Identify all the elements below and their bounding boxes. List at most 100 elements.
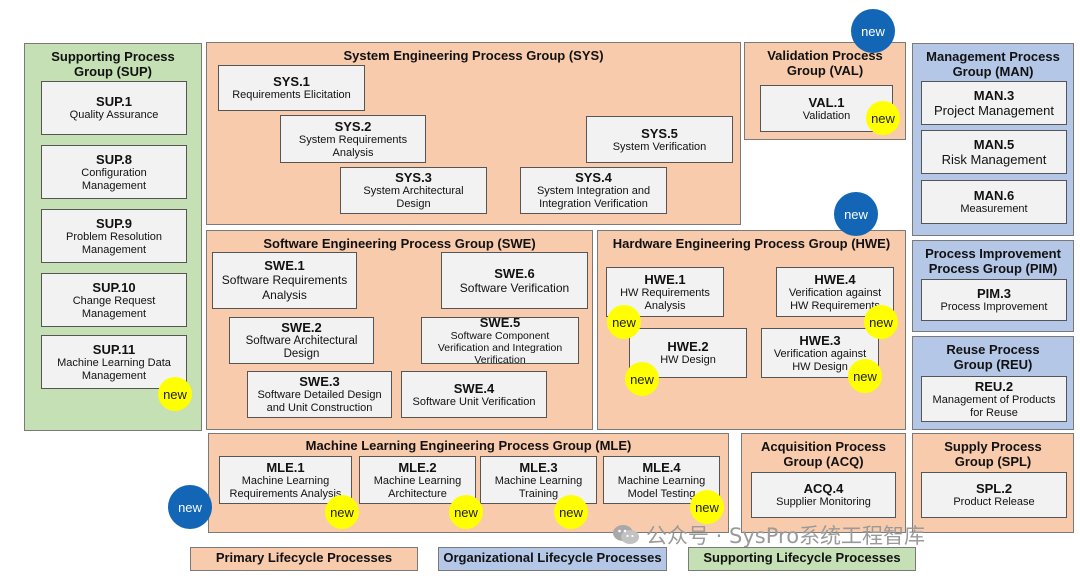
process-id: HWE.3	[799, 332, 841, 348]
group-title: Reuse Process Group (REU)	[946, 342, 1040, 372]
process-id: SYS.2	[334, 118, 372, 134]
process-id: SWE.2	[281, 320, 322, 335]
group-pim: Process Improvement Process Group (PIM) …	[912, 240, 1074, 332]
process-swe3: SWE.3 Software Detailed Design and Unit …	[247, 371, 392, 418]
process-sup10: SUP.10 Change Request Management	[41, 273, 187, 327]
process-name: Software Component Verification and Inte…	[437, 330, 563, 364]
process-name: Software Detailed Design and Unit Constr…	[257, 389, 382, 414]
process-sup8: SUP.8 Configuration Management	[41, 145, 187, 199]
process-id: VAL.1	[808, 94, 845, 110]
process-name: Configuration Management	[81, 166, 147, 192]
process-man3: MAN.3 Project Management	[921, 81, 1067, 125]
process-name: Measurement	[960, 203, 1028, 215]
new-badge: new	[449, 495, 483, 529]
process-reu2: REU.2 Management of Products for Reuse	[921, 376, 1067, 422]
process-id: MAN.3	[973, 88, 1015, 103]
process-name: Management of Products for Reuse	[932, 393, 1056, 419]
process-sys5: SYS.5 System Verification	[586, 116, 733, 163]
process-sys1: SYS.1 Requirements Elicitation	[218, 65, 365, 111]
process-id: HWE.1	[644, 271, 686, 287]
new-badge: new	[158, 377, 192, 411]
process-id: SUP.8	[96, 151, 132, 167]
process-name: Machine Learning Model Testing	[617, 474, 706, 500]
process-id: SUP.1	[96, 94, 132, 109]
process-man5: MAN.5 Risk Management	[921, 130, 1067, 174]
process-name: Verification against HW Requirements	[788, 286, 882, 312]
group-mle: Machine Learning Engineering Process Gro…	[208, 433, 729, 533]
process-swe1: SWE.1 Software Requirements Analysis	[212, 252, 357, 309]
process-mle4: MLE.4 Machine Learning Model Testing	[603, 456, 720, 504]
process-mle1: MLE.1 Machine Learning Requirements Anal…	[219, 456, 352, 504]
group-spl: Supply Process Group (SPL) SPL.2 Product…	[912, 433, 1074, 533]
process-id: SYS.5	[641, 125, 678, 141]
process-pim3: PIM.3 Process Improvement	[921, 279, 1067, 321]
process-id: SWE.3	[299, 374, 340, 389]
process-name: System Verification	[612, 140, 707, 153]
process-name: Problem Resolution Management	[66, 230, 162, 256]
group-sup: Supporting Process Group (SUP) SUP.1 Qua…	[24, 43, 202, 431]
process-name: Project Management	[934, 103, 1054, 118]
process-sys2: SYS.2 System Requirements Analysis	[280, 115, 426, 163]
process-id: MAN.6	[973, 188, 1015, 203]
new-badge: new	[848, 359, 882, 393]
legend-supporting: Supporting Lifecycle Processes	[688, 547, 916, 571]
new-badge: new	[625, 362, 659, 396]
process-name: Risk Management	[941, 152, 1047, 167]
process-name: Machine Learning Data Management	[57, 356, 171, 382]
wechat-icon	[612, 524, 640, 546]
process-id: HWE.4	[814, 271, 856, 287]
process-name: Supplier Monitoring	[776, 496, 871, 508]
new-badge-blue: new	[851, 9, 895, 53]
process-name: Software Requirements Analysis	[221, 273, 348, 302]
group-title: Software Engineering Process Group (SWE)	[263, 236, 536, 251]
process-name: Software Architectural Design	[245, 335, 358, 360]
process-name: Validation	[802, 109, 851, 122]
process-name: Machine Learning Architecture	[373, 474, 462, 500]
process-id: MLE.4	[642, 459, 681, 475]
process-id: MLE.3	[519, 459, 558, 475]
process-name: Quality Assurance	[69, 109, 159, 121]
process-id: SWE.1	[264, 258, 305, 273]
process-name: System Requirements Analysis	[298, 133, 408, 159]
process-id: SUP.11	[92, 341, 136, 357]
group-title: Hardware Engineering Process Group (HWE)	[612, 236, 891, 251]
process-id: REU.2	[974, 378, 1014, 394]
new-badge: new	[866, 101, 900, 135]
watermark-text: 公众号 · SysPro系统工程智库	[646, 524, 926, 548]
process-swe2: SWE.2 Software Architectural Design	[229, 317, 374, 364]
process-man6: MAN.6 Measurement	[921, 180, 1067, 224]
process-name: HW Requirements Analysis	[620, 286, 710, 312]
group-title: Management Process Group (MAN)	[926, 49, 1060, 79]
new-badge: new	[554, 495, 588, 529]
process-sup11: SUP.11 Machine Learning Data Management	[41, 335, 187, 389]
process-name: HW Design	[660, 354, 716, 366]
group-title: Process Improvement Process Group (PIM)	[925, 246, 1061, 276]
process-id: HWE.2	[667, 339, 709, 354]
process-acq4: ACQ.4 Supplier Monitoring	[751, 472, 896, 518]
process-id: MLE.2	[398, 459, 437, 475]
process-sys4: SYS.4 System Integration and Integration…	[520, 167, 667, 214]
process-swe5: SWE.5 Software Component Verification an…	[421, 317, 579, 364]
new-badge: new	[607, 305, 641, 339]
process-id: SWE.4	[453, 380, 495, 396]
process-name: Process Improvement	[940, 301, 1048, 313]
process-id: PIM.3	[977, 286, 1011, 301]
new-badge: new	[864, 305, 898, 339]
group-title: Validation Process Group (VAL)	[767, 48, 883, 78]
new-badge-blue: new	[834, 192, 878, 236]
process-swe4: SWE.4 Software Unit Verification	[401, 371, 547, 418]
group-title: Acquisition Process Group (ACQ)	[761, 439, 886, 469]
process-sup1: SUP.1 Quality Assurance	[41, 81, 187, 135]
process-id: SUP.9	[96, 215, 132, 231]
process-id: ACQ.4	[803, 481, 844, 496]
group-acq: Acquisition Process Group (ACQ) ACQ.4 Su…	[741, 433, 906, 533]
process-name: System Integration and Integration Verif…	[536, 185, 651, 210]
process-id: SWE.6	[494, 265, 535, 281]
group-val: Validation Process Group (VAL) VAL.1 Val…	[744, 42, 906, 140]
process-name: Software Verification	[459, 280, 570, 295]
process-id: SWE.5	[479, 317, 521, 330]
new-badge-blue: new	[168, 485, 212, 529]
process-name: Product Release	[953, 496, 1035, 508]
process-swe6: SWE.6 Software Verification	[441, 252, 588, 309]
process-id: SPL.2	[975, 481, 1013, 496]
